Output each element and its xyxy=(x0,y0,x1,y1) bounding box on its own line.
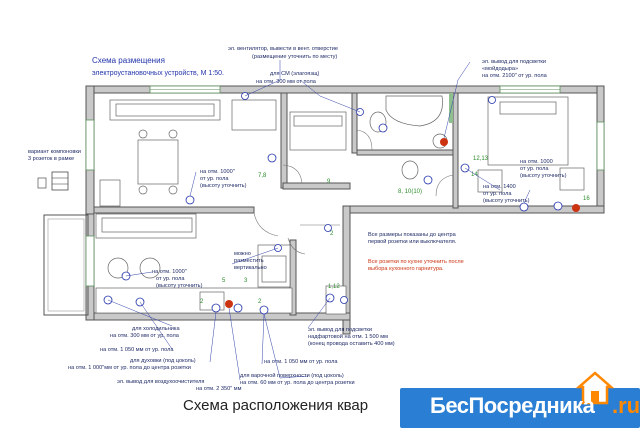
red-outlets xyxy=(225,138,580,308)
note-fan-2: (размещение уточнить по месту) xyxy=(252,54,337,60)
house-logo-icon xyxy=(575,371,615,405)
note-hood-1: эл. вывод для воздухоочистителя xyxy=(117,379,204,385)
marker-1-12: 1,12 xyxy=(328,284,340,290)
note-light-1: эл. вывод для подсветки xyxy=(308,327,372,333)
marker-7-8: 7,8 xyxy=(258,173,267,179)
note-move-1: можно xyxy=(234,251,251,257)
note-bed-6: (высоту уточнить) xyxy=(483,198,530,204)
note-mirror-3: на отм. 2100" от ур. пола xyxy=(482,73,548,79)
note-plinth-2: на отм. 1 000"мм от ур. пола до центра р… xyxy=(68,365,191,371)
note-kitchen-3: (высоту уточнить) xyxy=(156,283,203,289)
marker-3: 3 xyxy=(244,278,248,284)
note-bed-4: на отм. 1400 xyxy=(483,184,516,190)
note-tv-2: от ур. пола xyxy=(200,176,229,182)
outlet-variant-legend: вариант компоновки 3 розеток в рамке xyxy=(28,149,81,191)
marker-2c: 2 xyxy=(330,231,334,237)
marker-labels: 7,8 9 12,13 14 8, 10(10) 2 2 5 3 1,12 2 … xyxy=(200,156,590,305)
marker-16: 16 xyxy=(583,196,590,202)
note-bed-1: на отм. 1000 xyxy=(520,159,553,165)
legend-note-line2: 3 розеток в рамке xyxy=(28,156,74,162)
plan-caption: Схема расположения квар xyxy=(183,397,369,414)
note-stove-2: на отм. 60 мм от ур. пола до центра розе… xyxy=(240,380,355,386)
marker-10: 8, 10(10) xyxy=(398,189,422,195)
marker-2b: 2 xyxy=(258,299,262,305)
note-info-3: Все розетки по кухне уточнить после xyxy=(368,259,464,265)
watermark-text: БесПосредника xyxy=(430,393,595,418)
note-info-1: Все размеры показаны до центра xyxy=(368,232,457,238)
kitchen-furniture xyxy=(95,213,293,314)
note-fridge-1: для холодильника xyxy=(132,326,180,332)
note-fridge-2: на отм. 300 мм от ур. пола xyxy=(110,333,180,339)
note-kitchen-1: на отм. 1000" xyxy=(152,269,187,275)
bathroom-fixtures xyxy=(369,95,448,180)
marker-5: 5 xyxy=(222,278,226,284)
watermark-suffix: .ru xyxy=(612,393,640,418)
bedroom-furniture xyxy=(477,96,585,193)
note-fan-1: эл. вентилятор, вывести в вент. отверсти… xyxy=(228,46,338,52)
marker-9: 9 xyxy=(327,179,331,185)
note-move-2: разместить xyxy=(234,258,264,264)
living-room-furniture xyxy=(99,99,277,207)
marker-2a: 2 xyxy=(200,299,204,305)
note-height-1050-a: на отм. 1 050 мм от ур. пола xyxy=(100,347,174,353)
marker-14: 14 xyxy=(471,172,478,178)
note-info-4: выбора кухонного гарнитура. xyxy=(368,266,444,272)
annotations: эл. вентилятор, вывести в вент. отверсти… xyxy=(68,46,567,392)
note-hood-2: на отм. 2 350" мм xyxy=(196,386,242,392)
note-mirror-2: «мойдодыра» xyxy=(482,65,518,72)
note-bed-5: от ур. пола xyxy=(483,191,512,197)
marker-12-13: 12,13 xyxy=(473,156,489,162)
note-move-3: вертикально xyxy=(234,265,267,271)
note-tv-1: на отм. 1000" xyxy=(200,169,235,175)
note-stove-1: для варочной поверхности (под цоколь) xyxy=(240,372,344,379)
note-height-1050-b: на отм. 1 050 мм от ур. пола xyxy=(264,359,338,365)
note-cm-2: на отм. 300 мм от пола xyxy=(256,79,317,85)
note-light-3: (конец провода оставить 400 мм) xyxy=(308,341,395,347)
plan-title-line1: Схема размещения xyxy=(92,56,165,65)
note-kitchen-2: от ур. пола xyxy=(156,276,185,282)
note-info-2: первой розетки или выключателя. xyxy=(368,238,457,245)
note-light-2: надфартовой на отм. 1 500 мм xyxy=(308,333,388,340)
hallway-elements xyxy=(300,224,347,315)
legend-note-line1: вариант компоновки xyxy=(28,149,81,155)
note-cm-1: для СМ (элагоязщ) xyxy=(270,71,319,77)
note-mirror-1: эл. вывод для подсветки xyxy=(482,59,546,65)
note-bed-2: от ур. пола xyxy=(520,166,549,172)
small-room-furniture xyxy=(289,111,347,151)
note-bed-3: (высоту уточнить) xyxy=(520,173,567,179)
note-plinth-1: для духовки (под цоколь) xyxy=(130,358,196,364)
doors xyxy=(253,129,454,255)
plan-title-line2: электроустановочных устройств, М 1:50. xyxy=(92,69,224,77)
leader-lines xyxy=(107,60,531,381)
note-tv-3: (высоту уточнить) xyxy=(200,183,247,189)
